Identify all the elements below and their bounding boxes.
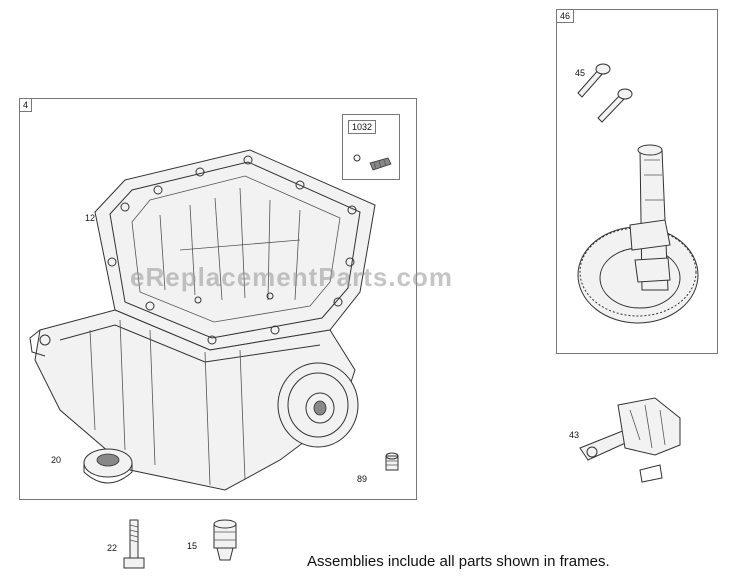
camshaft-assembly-frame: 46 bbox=[556, 9, 718, 354]
bolt-22-drawing bbox=[123, 519, 145, 569]
assemblies-note: Assemblies include all parts shown in fr… bbox=[307, 553, 610, 570]
kit-1032-drawing bbox=[353, 154, 392, 171]
watermark: eReplacementParts.com bbox=[130, 262, 454, 292]
part-label-15: 15 bbox=[187, 541, 198, 551]
part-label-20: 20 bbox=[51, 455, 62, 465]
sump-assembly-frame: 4 bbox=[19, 98, 417, 500]
sump-cover-drawing bbox=[29, 149, 376, 491]
part-label-12: 12 bbox=[85, 213, 96, 223]
frame-tag-46: 46 bbox=[556, 9, 575, 23]
part-label-22: 22 bbox=[107, 543, 118, 553]
part-label-45: 45 bbox=[575, 68, 586, 78]
part-label-43: 43 bbox=[569, 430, 580, 440]
camshaft-gear-drawing bbox=[577, 144, 699, 324]
oil-seal-drawing bbox=[83, 448, 133, 484]
kit-1032-frame: 1032 bbox=[342, 114, 400, 180]
frame-tag-4: 4 bbox=[19, 98, 33, 112]
kit-1032-tag: 1032 bbox=[348, 120, 377, 134]
governor-43-drawing bbox=[579, 397, 681, 483]
drain-plug-89-drawing bbox=[385, 452, 399, 471]
valve-pins-45-drawing bbox=[577, 63, 633, 123]
plug-15-drawing bbox=[213, 519, 237, 561]
part-label-89: 89 bbox=[357, 474, 368, 484]
